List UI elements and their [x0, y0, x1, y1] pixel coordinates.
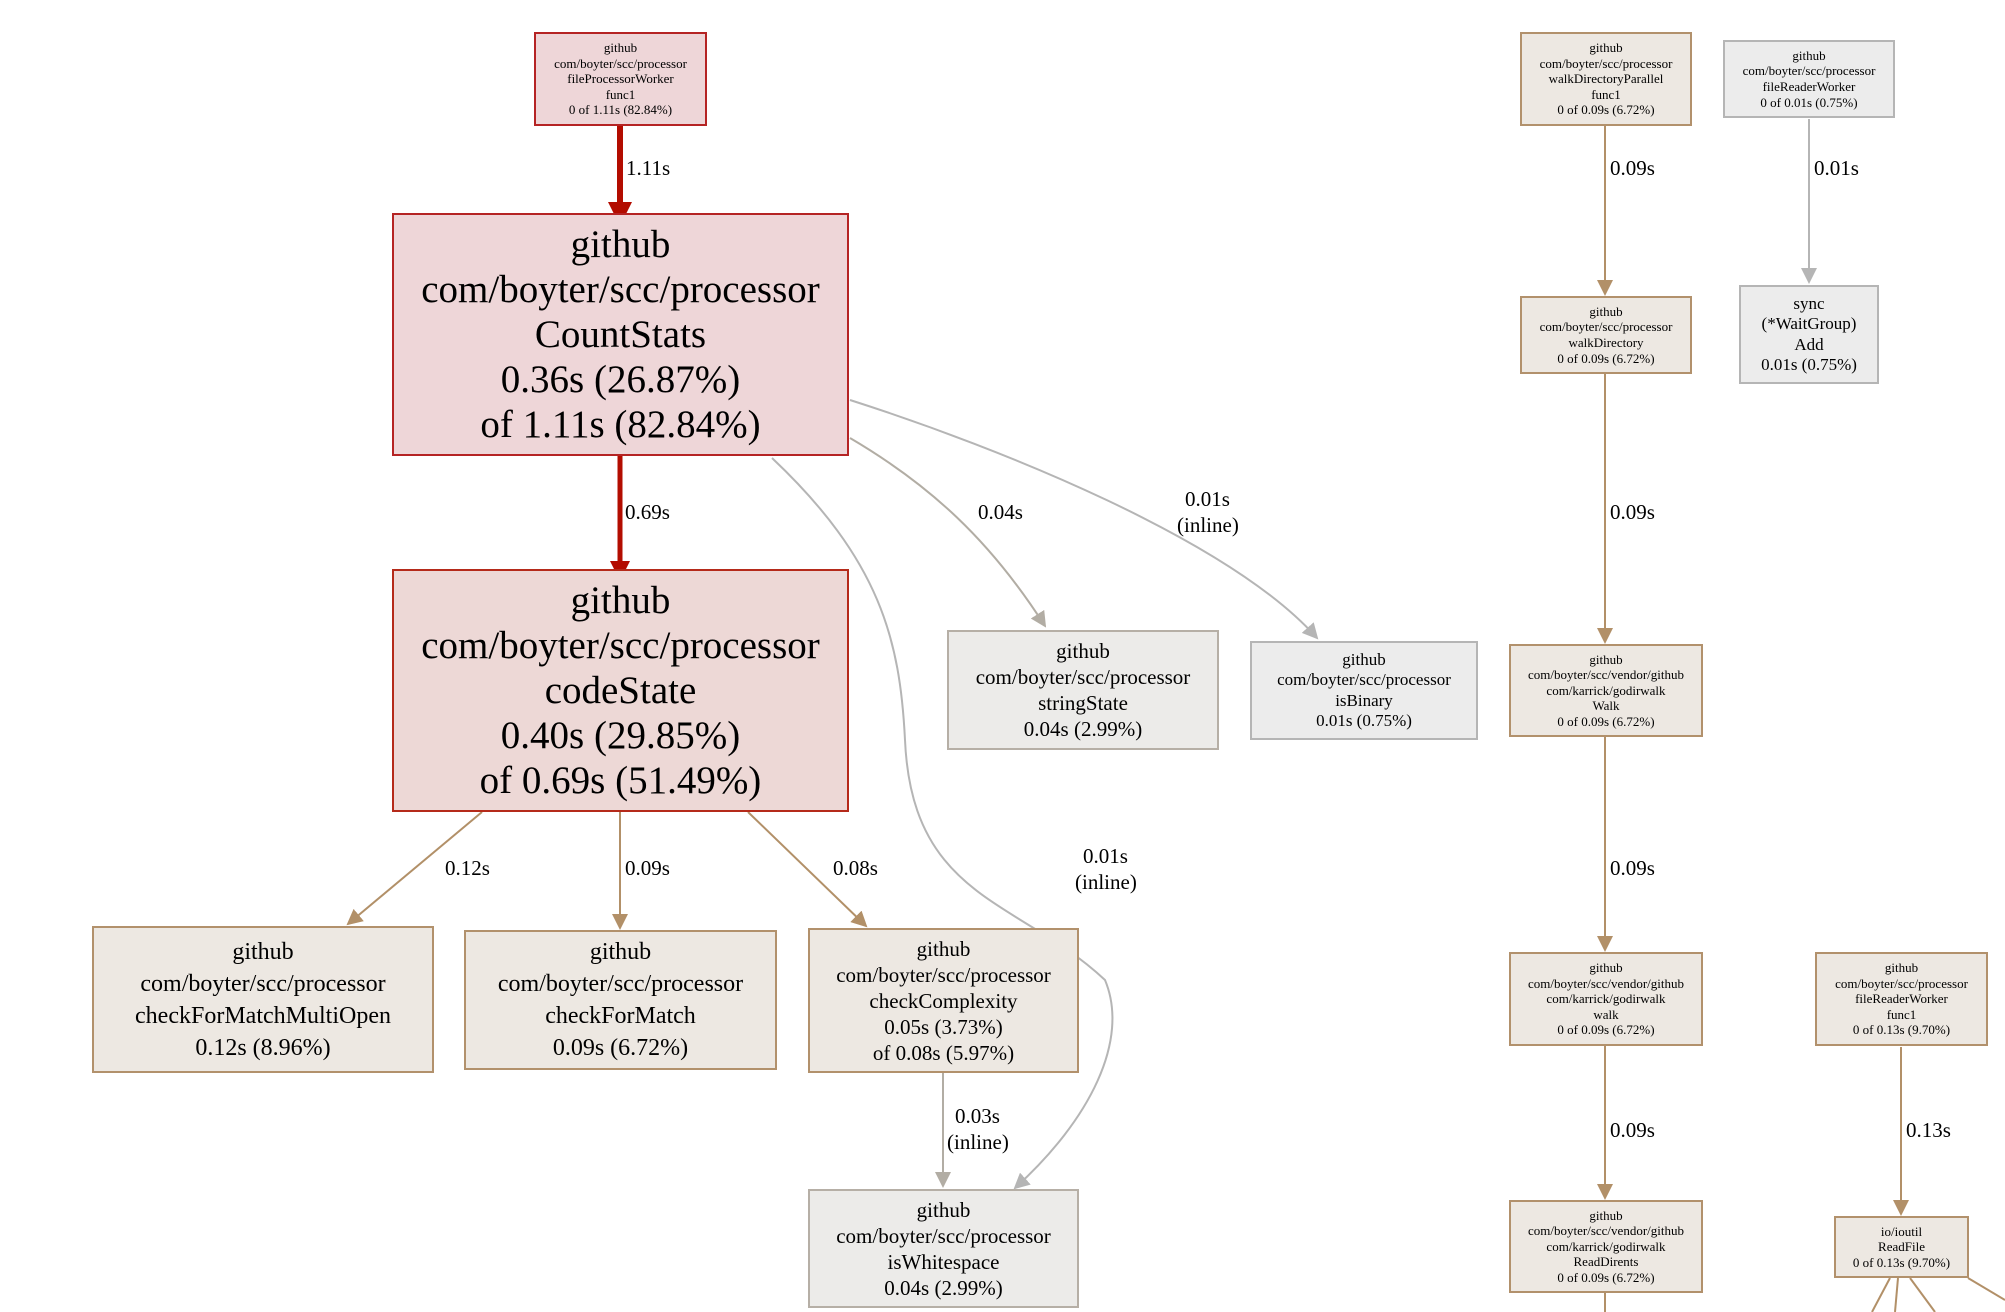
edge-countstats-to-isbinary[interactable]: 0.01s (inline) [849, 399, 1319, 640]
node-codestate[interactable]: github com/boyter/scc/processor codeStat… [392, 569, 849, 812]
node-waitgroup-add[interactable]: sync (*WaitGroup) Add 0.01s (0.75%) [1739, 285, 1879, 384]
node-iswhitespace[interactable]: github com/boyter/scc/processor isWhites… [808, 1189, 1079, 1308]
edge-label: 0.13s [1906, 1118, 1951, 1142]
edge-fpw-to-countstats[interactable]: 1.11s [608, 126, 670, 226]
edge-label: 0.01s [1185, 487, 1230, 511]
edge-label: 0.01s [1814, 156, 1859, 180]
edge-codestate-to-checkformatch[interactable]: 0.09s [612, 812, 670, 930]
edge-codestate-to-multiopen[interactable]: 0.12s [346, 811, 490, 926]
edge-readfile-out-3 [1909, 1277, 1936, 1312]
edge-walk-to-walk[interactable]: 0.09s [1597, 736, 1655, 952]
node-walkdirectoryparallel-func1[interactable]: github com/boyter/scc/processor walkDire… [1520, 32, 1692, 126]
edge-label: 0.09s [1610, 856, 1655, 880]
edge-label: 0.09s [1610, 500, 1655, 524]
node-isbinary[interactable]: github com/boyter/scc/processor isBinary… [1250, 641, 1478, 740]
edge-complexity-to-iswhitespace[interactable]: 0.03s (inline) [935, 1073, 1009, 1188]
node-checkformatch[interactable]: github com/boyter/scc/processor checkFor… [464, 930, 777, 1070]
edge-walkdirectory-to-walk[interactable]: 0.09s [1597, 374, 1655, 644]
edge-label: 0.09s [625, 856, 670, 880]
edge-filereaderworker-func1-to-readfile[interactable]: 0.13s [1893, 1047, 1951, 1216]
node-godirwalk-readdirents[interactable]: github com/boyter/scc/vendor/github com/… [1509, 1200, 1703, 1293]
edge-label: 0.09s [1610, 1118, 1655, 1142]
edge-countstats-to-codestate[interactable]: 0.69s [610, 455, 670, 581]
edge-walk-to-readdirents[interactable]: 0.09s [1597, 1046, 1655, 1200]
edge-countstats-to-stringstate[interactable]: 0.04s [849, 437, 1047, 628]
node-filereaderworker[interactable]: github com/boyter/scc/processor fileRead… [1723, 40, 1895, 118]
edge-countstats-to-iswhitespace[interactable]: 0.01s (inline) [771, 457, 1137, 1190]
edge-wdp-to-walkdirectory[interactable]: 0.09s [1597, 126, 1655, 296]
node-stringstate[interactable]: github com/boyter/scc/processor stringSt… [947, 630, 1219, 750]
edge-readfile-out-1 [1871, 1277, 1891, 1312]
edge-label: 0.08s [833, 856, 878, 880]
node-countstats[interactable]: github com/boyter/scc/processor CountSta… [392, 213, 849, 456]
node-fileprocessorworker-func1[interactable]: github com/boyter/scc/processor fileProc… [534, 32, 707, 126]
edge-filereaderworker-to-waitgroup[interactable]: 0.01s [1801, 119, 1859, 284]
edge-label: 1.11s [626, 156, 670, 180]
edge-label: 0.04s [978, 500, 1023, 524]
node-filereaderworker-func1[interactable]: github com/boyter/scc/processor fileRead… [1815, 952, 1988, 1046]
edge-label: 0.12s [445, 856, 490, 880]
node-godirwalk-walk[interactable]: github com/boyter/scc/vendor/github com/… [1509, 644, 1703, 737]
edge-label: (inline) [1075, 870, 1137, 894]
node-checkformatchmultiopen[interactable]: github com/boyter/scc/processor checkFor… [92, 926, 434, 1073]
edge-label: 0.69s [625, 500, 670, 524]
edge-codestate-to-complexity[interactable]: 0.08s [747, 811, 878, 928]
node-godirwalk-walk-internal[interactable]: github com/boyter/scc/vendor/github com/… [1509, 952, 1703, 1046]
edge-label: 0.03s [955, 1104, 1000, 1128]
edge-label: (inline) [1177, 513, 1239, 537]
edge-label: (inline) [947, 1130, 1009, 1154]
node-checkcomplexity[interactable]: github com/boyter/scc/processor checkCom… [808, 928, 1079, 1073]
node-ioutil-readfile[interactable]: io/ioutil ReadFile 0 of 0.13s (9.70%) [1834, 1216, 1969, 1278]
edge-readfile-out-2 [1894, 1277, 1899, 1312]
edge-readfile-out-4 [1967, 1277, 2005, 1301]
node-walkdirectory[interactable]: github com/boyter/scc/processor walkDire… [1520, 296, 1692, 374]
edge-label: 0.09s [1610, 156, 1655, 180]
edge-label: 0.01s [1083, 844, 1128, 868]
